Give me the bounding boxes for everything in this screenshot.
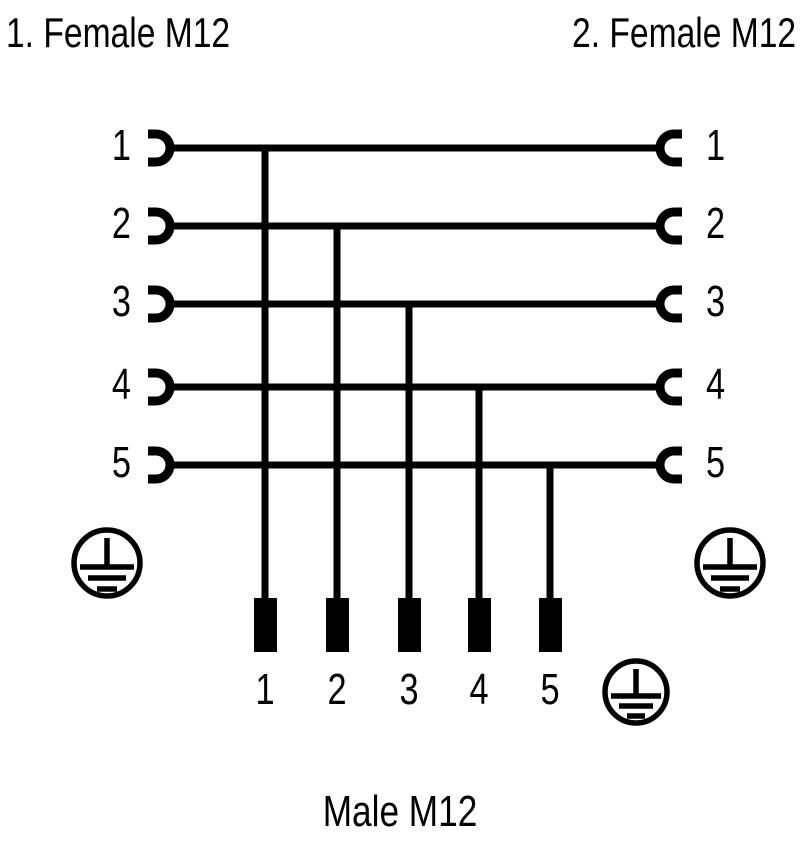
left-socket-pin-5 <box>148 446 175 484</box>
ground-symbol-bottom <box>602 658 670 726</box>
ground-symbol-left <box>71 527 143 599</box>
right-connector-title: 2. Female M12 <box>571 9 796 56</box>
left-socket-group <box>148 129 175 484</box>
right-pin-label-3: 3 <box>706 277 726 326</box>
left-socket-pin-2 <box>148 207 175 245</box>
male-pin-group <box>254 598 562 652</box>
bottom-pin-label-1: 1 <box>255 665 275 714</box>
right-socket-pin-4 <box>655 368 682 406</box>
right-pin-label-4: 4 <box>706 360 726 409</box>
right-socket-group <box>655 129 682 484</box>
right-pin-label-1: 1 <box>706 121 726 170</box>
left-pin-label-1: 1 <box>111 121 131 170</box>
bottom-connector-title: Male M12 <box>322 787 478 836</box>
left-socket-pin-1 <box>148 129 175 167</box>
left-socket-pin-3 <box>148 285 175 323</box>
male-pin-1 <box>254 598 277 652</box>
right-pin-label-5: 5 <box>706 438 726 487</box>
left-connector-title: 1. Female M12 <box>6 9 231 56</box>
ground-right-ring <box>694 527 766 599</box>
bottom-pin-label-2: 2 <box>327 665 347 714</box>
right-socket-pin-3 <box>655 285 682 323</box>
right-pin-label-2: 2 <box>706 199 726 248</box>
right-socket-pin-5 <box>655 446 682 484</box>
ground-bottom-ring <box>602 658 670 726</box>
bottom-pin-label-3: 3 <box>399 665 419 714</box>
ground-left-ring <box>71 527 143 599</box>
left-pin-label-4: 4 <box>111 360 131 409</box>
right-socket-pin-2 <box>655 207 682 245</box>
male-pin-3 <box>398 598 421 652</box>
male-pin-4 <box>468 598 491 652</box>
left-pin-label-2: 2 <box>111 199 131 248</box>
bus-wire-group <box>168 144 662 469</box>
ground-symbol-right <box>694 527 766 599</box>
left-socket-pin-4 <box>148 368 175 406</box>
male-pin-2 <box>326 598 349 652</box>
drop-wire-group <box>261 148 554 606</box>
right-socket-pin-1 <box>655 129 682 167</box>
bottom-pin-label-5: 5 <box>540 665 560 714</box>
bottom-pin-label-4: 4 <box>469 665 489 714</box>
left-pin-label-5: 5 <box>111 438 131 487</box>
male-pin-5 <box>539 598 562 652</box>
left-pin-label-3: 3 <box>111 277 131 326</box>
